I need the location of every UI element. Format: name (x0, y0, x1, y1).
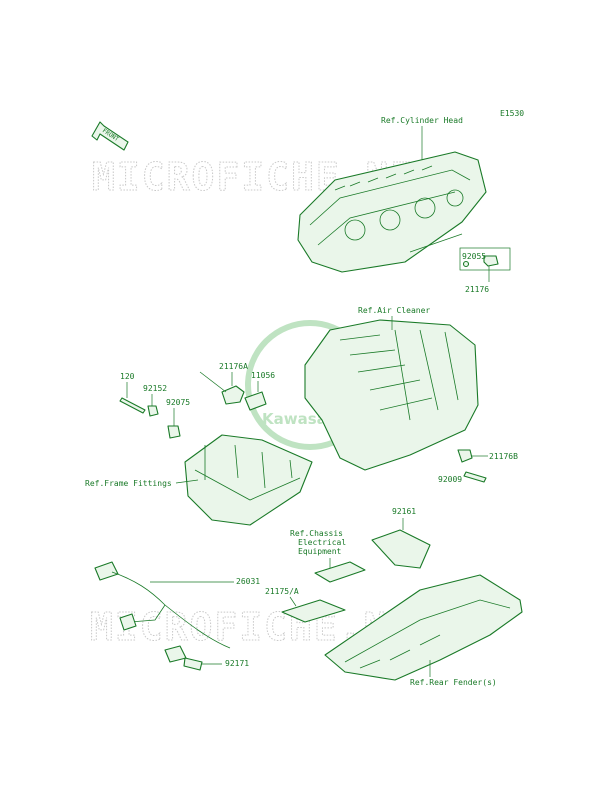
label-120: 120 (120, 372, 135, 381)
label-92161: 92161 (392, 507, 416, 516)
rear-fender-assembly: Ref.Rear Fender(s) (324, 574, 523, 687)
label-92075: 92075 (166, 398, 190, 407)
ref-chassis-label-2: Electrical (298, 538, 346, 547)
frame-fittings-tray: Ref.Frame Fittings (85, 434, 313, 526)
ref-air-cleaner-label: Ref.Air Cleaner (358, 306, 430, 315)
label-92055: 92055 (462, 252, 486, 261)
label-21176a: 21176A (219, 362, 248, 371)
ref-cylinder-head-label: Ref.Cylinder Head (381, 116, 463, 125)
label-21175a: 21175/A (265, 587, 299, 596)
label-92152: 92152 (143, 384, 167, 393)
air-cleaner-assembly: Ref.Air Cleaner (304, 306, 479, 471)
part-21176b-92009: 21176B 92009 (438, 449, 518, 484)
label-92009: 92009 (438, 475, 462, 484)
cylinder-head-assembly: Ref.Cylinder Head (297, 116, 487, 273)
ref-chassis-label-3: Equipment (298, 547, 342, 556)
sensor-bracket-group: 21176A 11056 (199, 362, 275, 411)
ref-frame-fittings-label: Ref.Frame Fittings (85, 479, 172, 488)
ref-chassis-label-1: Ref.Chassis (290, 529, 343, 538)
label-11056: 11056 (251, 371, 275, 380)
label-26031: 26031 (236, 577, 260, 586)
front-arrow-icon: FRONT (91, 121, 129, 151)
wiring-harness-group: 26031 92171 (94, 561, 260, 671)
bolt-washer-group: 120 92152 92075 (119, 372, 190, 439)
ref-rear-fender-label: Ref.Rear Fender(s) (410, 678, 497, 687)
label-21176: 21176 (465, 285, 489, 294)
part-92055-21176: 92055 21176 (459, 247, 511, 294)
chassis-electrical-group: Ref.Chassis Electrical Equipment 92161 2… (265, 507, 431, 623)
label-21176b: 21176B (489, 452, 518, 461)
diagram-code: E1530 (500, 109, 524, 118)
label-92171: 92171 (225, 659, 249, 668)
